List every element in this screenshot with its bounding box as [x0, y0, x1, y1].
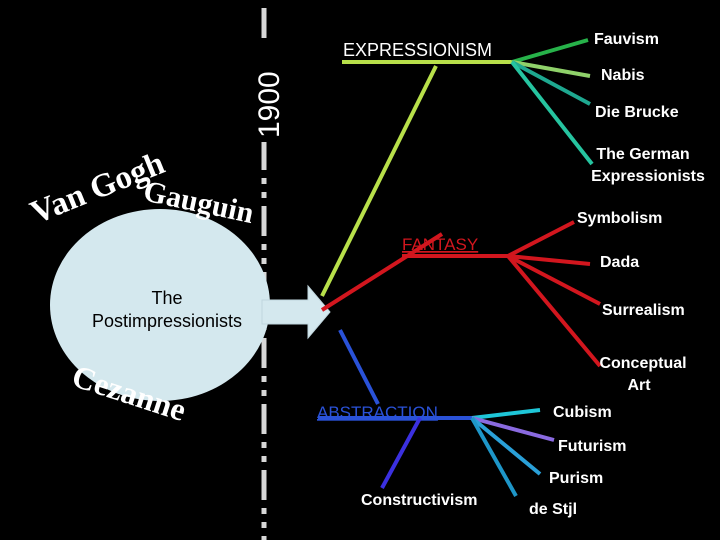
- line-cubism: [471, 408, 541, 420]
- line-conceptual-art: [506, 254, 602, 368]
- line-to-abstraction: [338, 329, 380, 405]
- label-german-line2: Expressionists: [591, 168, 705, 185]
- line-dada: [507, 254, 591, 266]
- label-conceptual-line1: Conceptual: [599, 355, 686, 372]
- label-cubism: Cubism: [553, 404, 612, 421]
- line-surrealism: [507, 254, 601, 306]
- label-futurism: Futurism: [558, 438, 626, 455]
- label-de-stijl: de Stjl: [529, 501, 577, 518]
- line-die-brucke: [511, 60, 591, 106]
- line-to-expressionism: [320, 65, 438, 297]
- source-arrow-icon: [261, 284, 331, 340]
- label-conceptual-line2: Art: [627, 377, 651, 394]
- label-die-brucke: Die Brucke: [595, 104, 679, 121]
- source-label-line2: Postimpressionists: [92, 311, 242, 331]
- label-nabis: Nabis: [601, 67, 645, 84]
- label-surrealism: Surrealism: [602, 302, 685, 319]
- movement-abstraction: ABSTRACTION: [317, 403, 438, 422]
- label-purism: Purism: [549, 470, 603, 487]
- line-constructivism: [380, 417, 422, 489]
- line-de-stijl: [470, 417, 518, 497]
- line-purism: [470, 416, 542, 476]
- label-german-line1: The German: [596, 146, 689, 163]
- label-symbolism: Symbolism: [577, 210, 662, 227]
- line-to-fantasy: [320, 232, 444, 312]
- line-symbolism: [507, 220, 575, 258]
- source-label-line1: The: [151, 288, 182, 308]
- line-nabis: [511, 60, 591, 78]
- timeline-year: 1900: [253, 71, 286, 138]
- line-fauvism: [511, 38, 589, 64]
- movement-fantasy: FANTASY: [402, 235, 478, 254]
- line-futurism: [471, 416, 555, 442]
- line-german-expressionists: [510, 60, 594, 166]
- label-constructivism: Constructivism: [361, 492, 477, 509]
- postimpressionists-bubble: [50, 209, 270, 401]
- label-fauvism: Fauvism: [594, 31, 659, 48]
- movement-expressionism: EXPRESSIONISM: [343, 40, 492, 60]
- label-dada: Dada: [600, 254, 639, 271]
